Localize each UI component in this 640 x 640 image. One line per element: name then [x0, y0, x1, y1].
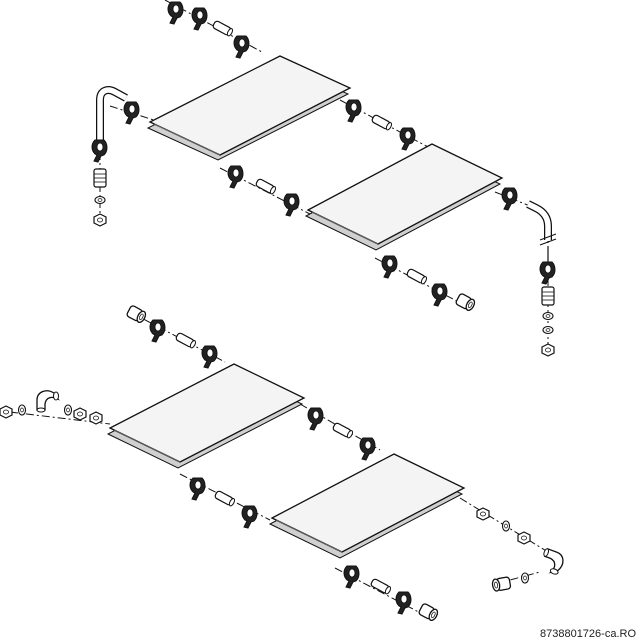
- top-left-washer: [94, 195, 106, 205]
- bottom-clip-2: [201, 345, 218, 369]
- bottom-end-plug-lower: [417, 602, 440, 623]
- top-clip-10: [431, 283, 448, 307]
- bottom-clip-5: [189, 477, 206, 501]
- bottom-clip-4: [359, 437, 376, 461]
- bottom-collector-panel-2: [268, 453, 466, 559]
- top-clip-4: [123, 101, 140, 125]
- bottom-left-washer-2: [63, 404, 73, 416]
- bottom-connector-tube-3: [213, 489, 237, 508]
- top-end-plug: [454, 292, 477, 313]
- bottom-left-nut-3: [89, 411, 103, 425]
- bottom-left-washer-1: [17, 404, 27, 416]
- bottom-clip-6: [241, 505, 258, 529]
- top-connection-line-left: [109, 105, 161, 123]
- bottom-right-nut-2: [517, 531, 531, 545]
- top-right-nut: [541, 343, 555, 357]
- top-collector-panel-2: [304, 143, 504, 251]
- bottom-right-washer-2: [520, 572, 530, 584]
- bottom-assembly: [0, 304, 567, 623]
- bottom-right-washer-1: [501, 520, 511, 532]
- top-right-washer: [542, 311, 554, 321]
- bottom-connector-tube-2: [331, 421, 355, 440]
- bottom-right-elbow: [537, 547, 567, 577]
- bottom-collector-panel-1: [106, 363, 306, 469]
- top-clip-2: [191, 7, 208, 31]
- top-clip-3: [233, 35, 250, 59]
- top-collector-panel-1: [146, 55, 352, 161]
- top-connector-tube-1: [211, 19, 235, 38]
- top-right-washer-2: [542, 325, 554, 335]
- top-right-clip: [539, 261, 556, 285]
- bottom-clip-1: [149, 319, 166, 343]
- top-left-bent-pipe: [96, 86, 128, 140]
- top-connector-tube-3: [254, 177, 278, 196]
- top-left-clip: [91, 139, 108, 163]
- top-clip-1: [167, 1, 184, 25]
- bottom-end-plug-upper: [125, 304, 148, 325]
- top-assembly: [91, 0, 557, 357]
- bottom-right-nut-1: [476, 507, 490, 521]
- top-clip-6: [399, 127, 416, 151]
- top-left-nut: [93, 213, 107, 227]
- bottom-clip-7: [343, 565, 360, 589]
- bottom-left-nut-1: [0, 405, 13, 419]
- top-clip-5: [345, 99, 362, 123]
- top-clip-9: [381, 255, 398, 279]
- bottom-left-elbow: [36, 390, 60, 413]
- top-left-fitting: [93, 168, 107, 188]
- bottom-right-end-plug: [490, 576, 512, 593]
- bottom-clip-8: [395, 591, 412, 615]
- bottom-clip-3: [307, 407, 324, 431]
- top-clip-7: [227, 165, 244, 189]
- top-right-fitting: [541, 286, 555, 306]
- top-right-bent-pipe: [526, 200, 557, 262]
- diagram-code-label: 8738801726-ca.RO: [539, 628, 636, 640]
- bottom-connector-tube-1: [174, 331, 198, 350]
- bottom-left-nut-2: [73, 407, 87, 421]
- top-clip-11: [501, 187, 518, 211]
- top-clip-8: [283, 193, 300, 217]
- top-connector-tube-4: [405, 267, 429, 286]
- top-connector-tube-2: [370, 113, 394, 132]
